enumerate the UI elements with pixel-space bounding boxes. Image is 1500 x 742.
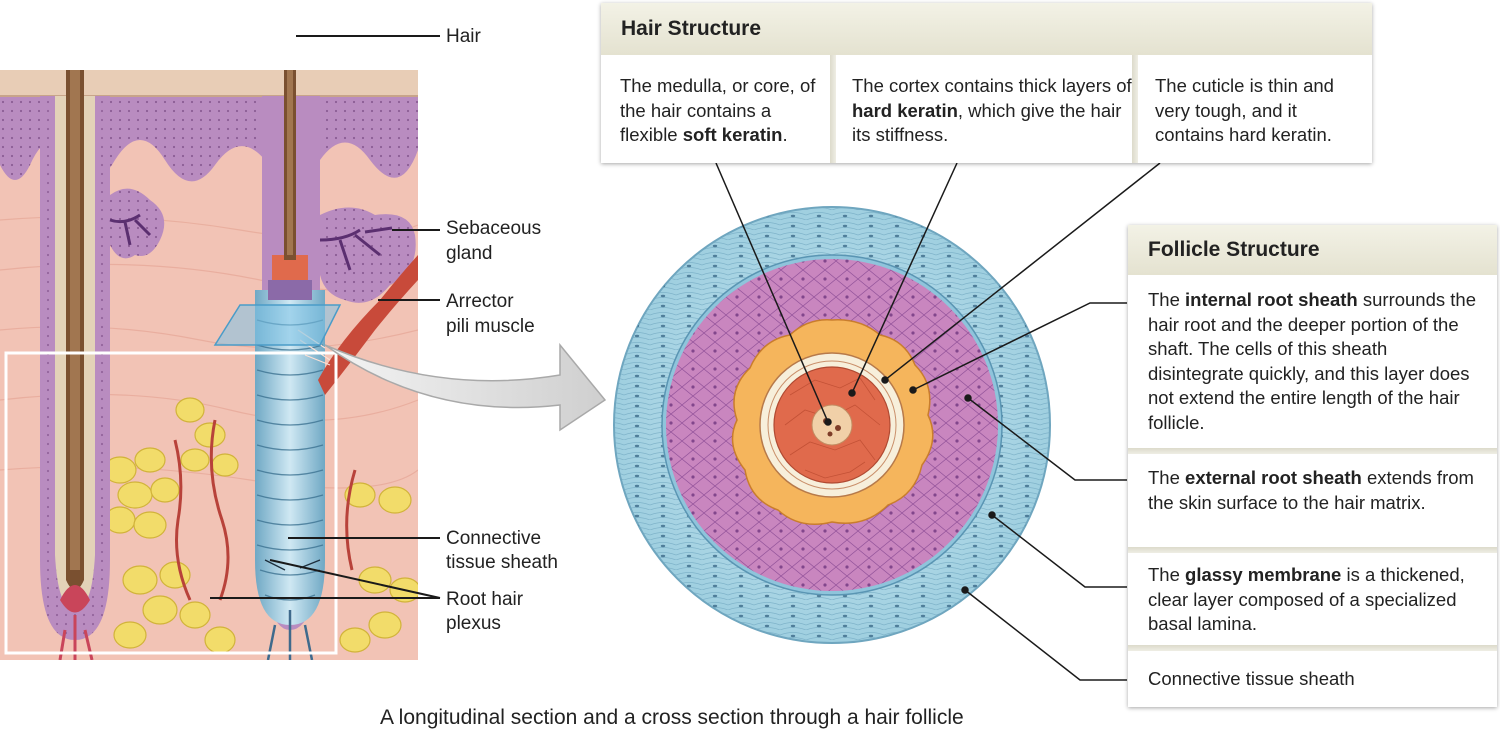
zoom-frame [4, 351, 338, 655]
sebaceous-gland-illustration [109, 188, 416, 303]
follicle-structure-panel: Follicle Structure The internal root she… [1128, 225, 1497, 707]
magnify-arrow [324, 342, 607, 432]
label-connective-line2: tissue sheath [446, 552, 558, 573]
figure-caption: A longitudinal section and a cross secti… [380, 706, 964, 729]
label-root-plexus-line2: plexus [446, 613, 501, 634]
label-root-plexus-line1: Root hair [446, 589, 524, 610]
hair-leader-lines [715, 162, 1161, 426]
arrector-pili-illustration [318, 255, 418, 395]
label-arrector-line2: pili muscle [446, 316, 535, 337]
glassy-membrane-description: The glassy membrane is a thickened, clea… [1148, 564, 1465, 634]
adipose-cells [103, 397, 418, 654]
label-arrector-line1: Arrector [446, 291, 514, 312]
cuticle-description: The cuticle is thin and very tough, and … [1155, 75, 1334, 145]
hair-structure-panel: Hair Structure The medulla, or core, of … [601, 3, 1372, 163]
label-sebaceous-line2: gland [446, 243, 493, 264]
internal-root-sheath-description: The internal root sheath surrounds the h… [1148, 289, 1476, 433]
follicle-structure-title: Follicle Structure [1128, 225, 1497, 275]
external-root-sheath-description: The external root sheath extends from th… [1148, 467, 1474, 513]
cortex-description: The cortex contains thick layers of hard… [852, 75, 1132, 145]
medulla-description: The medulla, or core, of the hair contai… [620, 75, 816, 145]
label-hair: Hair [446, 26, 481, 47]
follicle-leader-lines [909, 302, 1127, 681]
hair-structure-title: Hair Structure [601, 3, 1372, 55]
connective-tissue-sheath-description: Connective tissue sheath [1148, 668, 1355, 689]
longitudinal-section [0, 70, 418, 660]
cross-section [613, 206, 1051, 644]
left-leader-lines [210, 35, 441, 599]
label-sebaceous-line1: Sebaceous [446, 218, 542, 239]
label-connective-line1: Connective [446, 528, 542, 549]
